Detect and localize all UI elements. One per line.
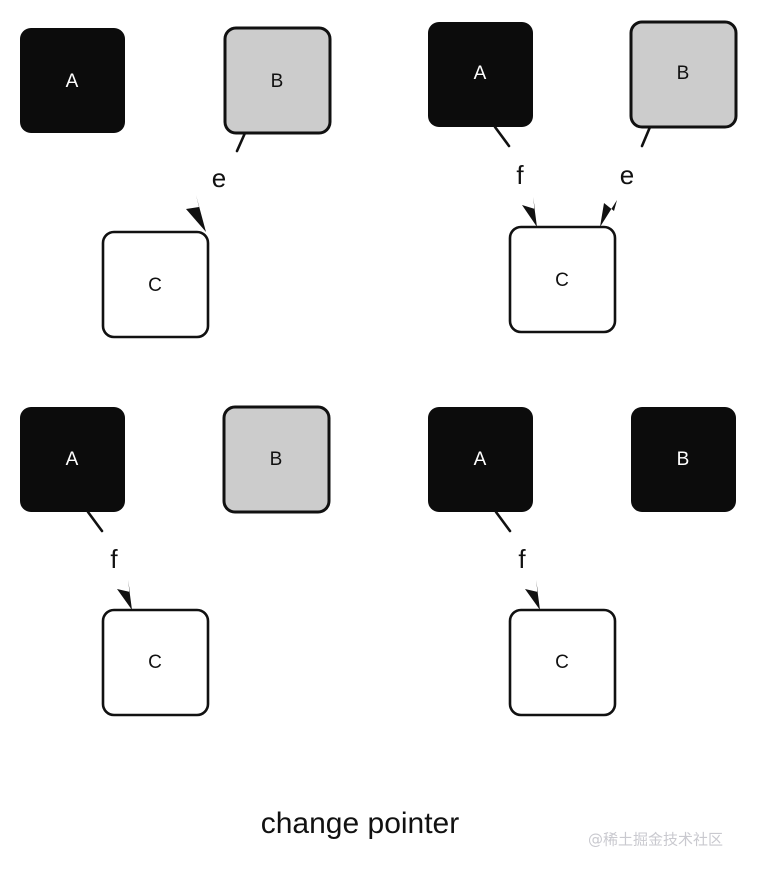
node-b-box[interactable]: [223, 26, 332, 135]
node-a-label: A: [474, 63, 487, 84]
edge-f-arrowhead: [117, 580, 132, 610]
node-b-box[interactable]: [222, 405, 331, 514]
panel-bottom-left: A B C f: [20, 405, 331, 717]
node-a-box[interactable]: [428, 22, 533, 127]
node-c-box[interactable]: [508, 608, 617, 717]
watermark-label: @稀土掘金技术社区: [588, 831, 723, 849]
edge-e-label: e: [620, 160, 634, 190]
edge-f-arrowhead: [522, 197, 537, 227]
node-b-label: B: [270, 449, 283, 470]
edge-f-line: [494, 510, 512, 533]
node-c-box[interactable]: [508, 225, 617, 334]
node-a-box[interactable]: [20, 407, 125, 512]
panel-bottom-right: A B C f: [428, 407, 736, 717]
edge-e-arrowhead: [600, 200, 617, 227]
node-b-box[interactable]: [631, 407, 736, 512]
edge-e-label: e: [212, 163, 226, 193]
panel-top-left: A B C e: [20, 26, 332, 339]
edge-f-label: f: [516, 160, 524, 190]
edge-f-label: f: [110, 544, 118, 574]
node-b-label: B: [677, 63, 690, 84]
node-c-label: C: [148, 652, 162, 673]
node-a-label: A: [66, 71, 79, 92]
node-a-box[interactable]: [20, 28, 125, 133]
edge-f-line: [86, 510, 104, 533]
node-a-label: A: [474, 449, 487, 470]
edge-f-line: [493, 125, 511, 148]
node-a-label: A: [66, 449, 79, 470]
edge-f-arrowhead: [525, 580, 540, 610]
edge-f-label: f: [518, 544, 526, 574]
edge-e-line: [640, 125, 652, 148]
node-c-label: C: [555, 270, 569, 291]
edge-e-line: [235, 131, 247, 153]
diagram-caption: change pointer: [261, 807, 460, 840]
edge-e-arrowhead: [186, 195, 206, 232]
panel-top-right: A B C f e: [428, 20, 738, 334]
node-c-label: C: [148, 275, 162, 296]
node-c-label: C: [555, 652, 569, 673]
node-b-label: B: [271, 71, 284, 92]
node-a-box[interactable]: [428, 407, 533, 512]
node-b-box[interactable]: [629, 20, 738, 129]
node-b-label: B: [677, 449, 690, 470]
node-c-box[interactable]: [101, 608, 210, 717]
node-c-box[interactable]: [101, 230, 210, 339]
